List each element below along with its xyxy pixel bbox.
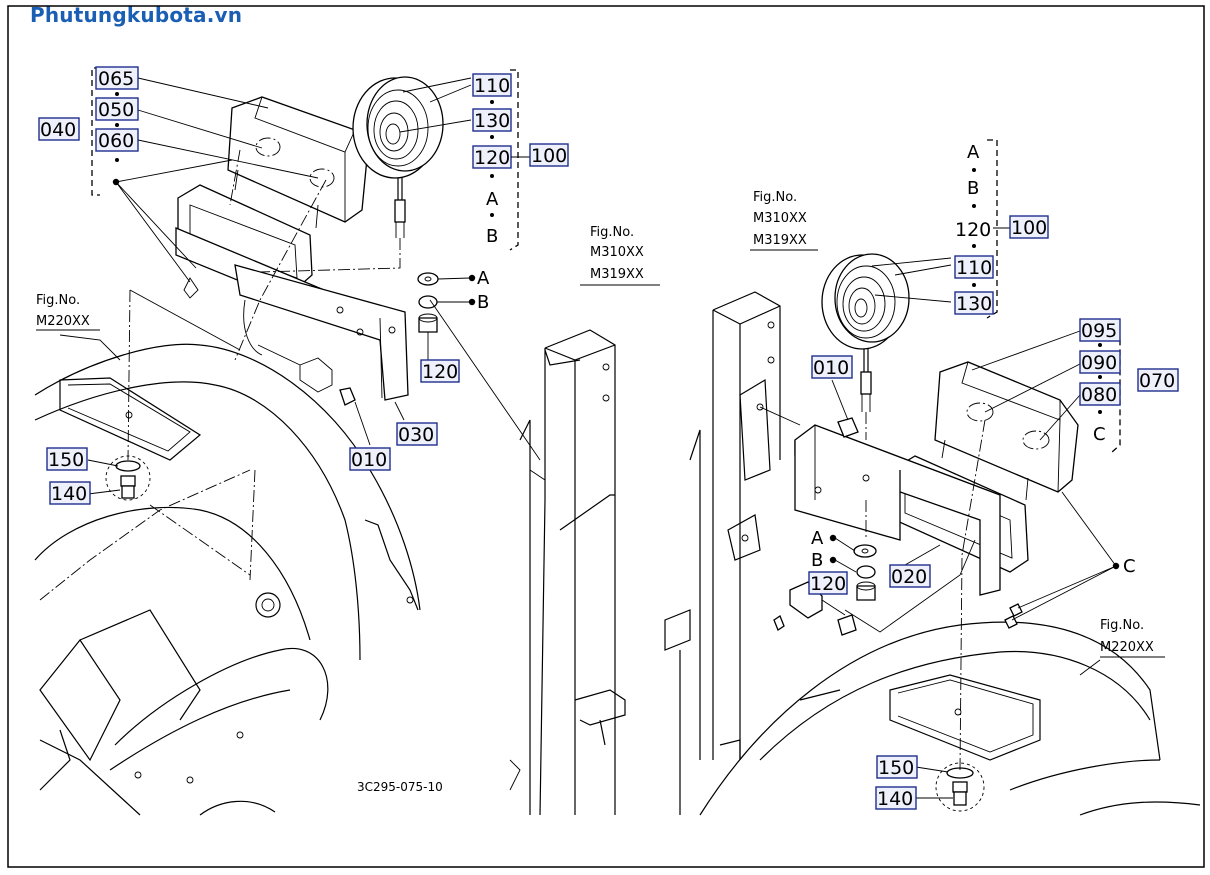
part-label-130-right: 130 [956,293,992,315]
diagram-frame [7,5,1205,868]
part-label-050: 050 [98,99,134,121]
lamp-letter-b-left: B [486,226,498,247]
part-label-120-right-top: 120 [955,219,991,241]
hardware-letter-b-right: B [811,550,823,571]
label-box-130-right [954,291,994,315]
drawing-code: 3C295-075-10 [357,780,443,794]
label-box-030 [396,422,438,446]
fig-code-left-upper-2: M319XX [590,267,644,282]
part-label-010-left: 010 [351,449,387,471]
part-label-060: 060 [98,130,134,152]
part-label-095: 095 [1081,320,1117,342]
fig-label-left-body: Fig.No. [36,293,80,308]
left-frame-rail [509,329,626,816]
left-lower-bolt [105,455,151,501]
label-box-100-right [1009,215,1049,239]
right-body-artwork [699,621,1201,816]
part-label-020: 020 [891,566,927,588]
hardware-letter-a-right: A [811,528,824,549]
part-label-140-left: 140 [51,483,87,505]
fig-code-left-upper-1: M310XX [590,245,644,260]
hardware-letter-b-left: B [477,292,489,313]
label-box-110-right [954,255,994,279]
right-leader-lines [750,139,1165,799]
left-lamp-housing [227,96,369,229]
label-box-140-right [875,786,917,810]
assembly-label-100-left: 100 [531,145,567,167]
label-box-010-left [349,447,391,471]
fig-code-right-body: M220XX [1100,640,1154,655]
fig-label-left-upper: Fig.No. [590,225,634,240]
lamp-letter-a-right: A [967,142,980,163]
label-box-040 [38,117,80,141]
left-lamp-bracket [175,184,409,401]
part-label-120-left: 120 [422,361,458,383]
assembly-label-040: 040 [40,119,76,141]
part-label-140-right: 140 [877,788,913,810]
part-label-110-right: 110 [956,257,992,279]
bracket-letter-c: C [1093,424,1106,445]
left-body-artwork [34,289,421,816]
right-round-lamp [821,253,910,412]
label-box-060 [95,128,139,152]
part-label-130-left: 130 [474,110,510,132]
label-box-130-left [472,108,512,132]
left-round-lamp [352,76,444,238]
label-box-150-right [876,755,918,779]
label-box-120-right [808,571,848,595]
part-label-120-left-top: 120 [474,147,510,169]
part-label-065: 065 [98,68,134,90]
fig-label-right-upper: Fig.No. [753,190,797,205]
site-watermark: Phutungkubota.vn [30,3,243,27]
right-frame-rail [664,291,781,815]
lamp-letter-a-left: A [486,189,499,210]
fig-code-left-body: M220XX [36,314,90,329]
label-box-010-right [811,355,853,379]
right-lamp-housing [934,361,1079,501]
part-label-150-right: 150 [878,757,914,779]
part-label-080: 080 [1081,384,1117,406]
left-hardware [183,272,439,406]
assembly-label-070: 070 [1139,370,1175,392]
left-leader-lines [36,67,660,495]
label-box-100-left [529,143,569,167]
label-box-110-left [472,73,512,97]
label-box-080 [1079,382,1121,406]
part-label-030: 030 [398,424,434,446]
part-label-150-left: 150 [48,449,84,471]
fig-code-right-upper-2: M319XX [753,233,807,248]
part-label-090: 090 [1081,352,1117,374]
assembly-label-100-right: 100 [1011,217,1047,239]
label-box-095 [1079,318,1121,342]
part-label-110-left: 110 [474,75,510,97]
lamp-letter-b-right: B [967,178,979,199]
nut-letter-c: C [1123,556,1136,577]
label-box-050 [95,97,139,121]
fig-label-right-body: Fig.No. [1100,618,1144,633]
label-box-120-left [420,359,460,383]
label-box-150-left [46,447,88,471]
label-box-140-left [49,481,91,505]
hardware-letter-a-left: A [477,268,490,289]
part-label-010-right: 010 [813,357,849,379]
label-box-020 [889,564,931,588]
fig-code-right-upper-1: M310XX [753,211,807,226]
part-label-120-right: 120 [810,573,846,595]
right-lower-bolt [935,762,985,812]
label-box-065 [95,66,139,90]
label-box-070 [1137,368,1179,392]
label-box-090 [1079,350,1121,374]
